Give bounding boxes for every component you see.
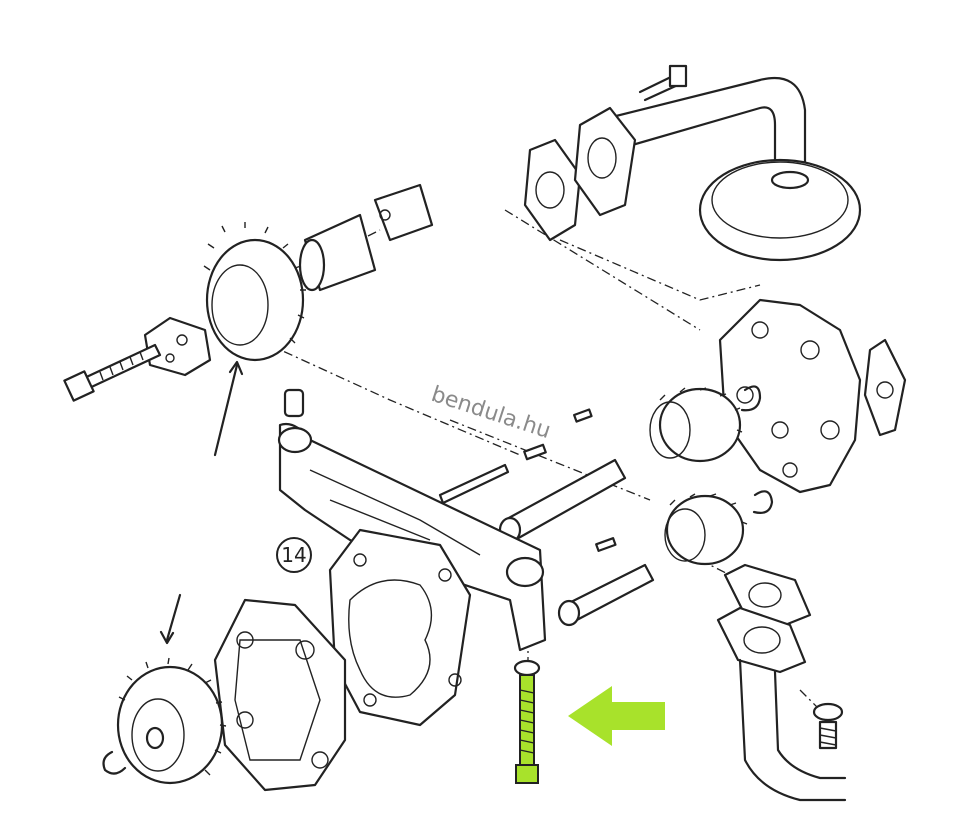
- pump-gear-lower: [664, 490, 774, 566]
- drive-gear-lower: [102, 657, 227, 785]
- gear-retaining-bolt: [63, 343, 162, 402]
- drive-gear-upper: [203, 222, 306, 362]
- pump-body: [328, 528, 472, 727]
- watermark-text: bendula.hu: [428, 382, 553, 444]
- pickup-bolt: [638, 64, 688, 102]
- part-number-label: 14: [281, 543, 306, 567]
- part-number-callout: 14: [276, 537, 312, 573]
- outlet-bolt: [812, 702, 844, 750]
- bushing-sleeve: [298, 183, 434, 292]
- assembly-arrows: [159, 360, 244, 645]
- arrow-left-icon: [568, 686, 665, 746]
- highlighted-bolt: [513, 659, 541, 784]
- thrust-plate: [143, 316, 212, 377]
- outlet-pipe: [716, 563, 847, 802]
- oil-pickup-pipe: [598, 76, 862, 262]
- pump-front-cover: [213, 598, 347, 792]
- pump-gear-upper: [649, 385, 762, 463]
- pickup-flange-gasket: [523, 106, 637, 242]
- pump-rear-cover: [718, 298, 907, 494]
